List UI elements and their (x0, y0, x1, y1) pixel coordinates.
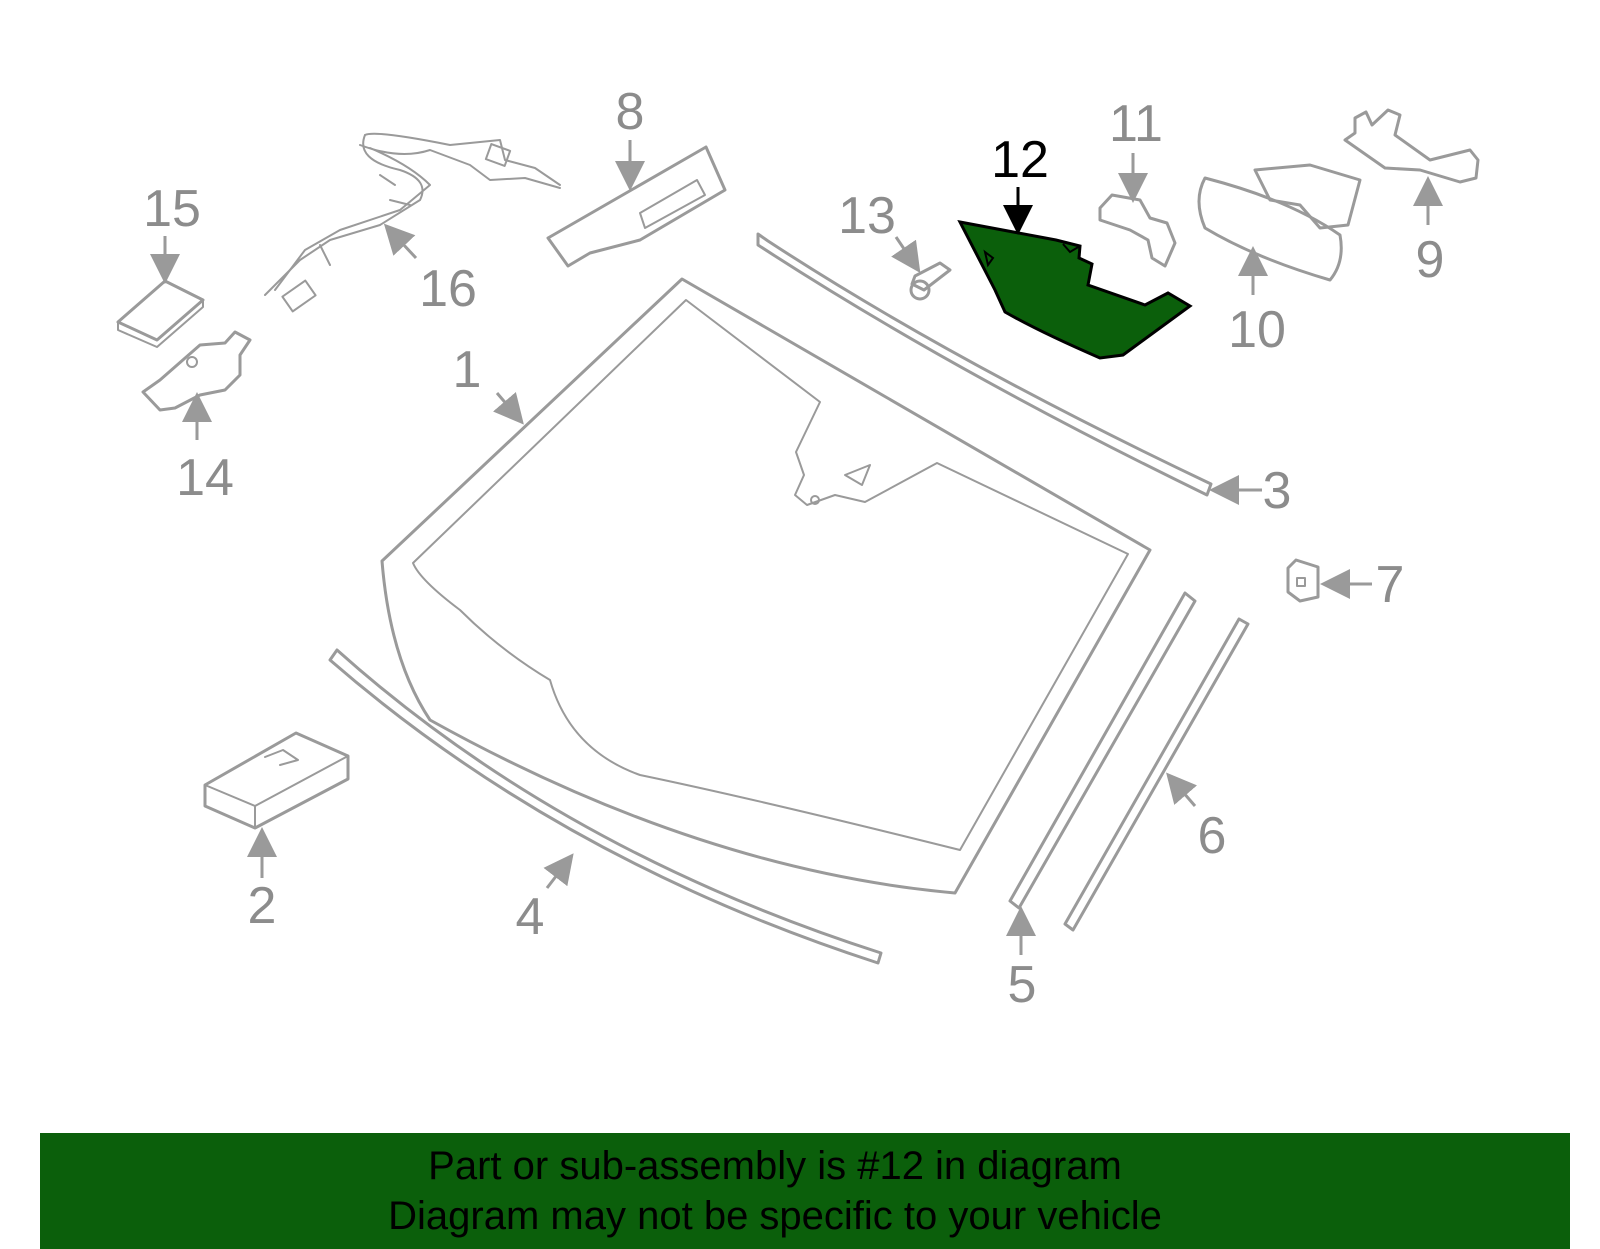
callout-5: 5 (1008, 956, 1037, 1014)
windshield-part (380, 277, 1152, 895)
wiring-harness-part (264, 132, 561, 313)
bolt-part (909, 261, 952, 301)
banner-line-disclaimer: Diagram may not be specific to your vehi… (388, 1194, 1162, 1238)
callout-16: 16 (419, 260, 477, 318)
info-banner: Part or sub-assembly is #12 in diagram D… (40, 1133, 1570, 1249)
side-molding-left-part (1008, 591, 1197, 910)
callout-10: 10 (1228, 301, 1286, 359)
callout-11: 11 (1109, 95, 1163, 153)
pad-part (116, 279, 205, 348)
callout-13: 13 (838, 187, 896, 245)
callout-7: 7 (1376, 556, 1405, 614)
callout-9: 9 (1416, 231, 1445, 289)
side-molding-right-part (1063, 617, 1250, 932)
callout-14: 14 (176, 449, 234, 507)
leader-arrows (150, 140, 1443, 955)
rearview-mirror-part (1197, 163, 1362, 282)
mirror-bracket-part (1343, 108, 1480, 184)
cover-bracket-part (546, 145, 727, 268)
small-bracket-part (1098, 193, 1177, 268)
callout-15: 15 (143, 180, 201, 238)
callout-12: 12 (991, 131, 1049, 189)
sensor-block-part (203, 731, 350, 830)
highlighted-cover-part (957, 219, 1193, 360)
callout-2: 2 (248, 877, 277, 935)
lower-molding-part (328, 648, 883, 965)
banner-line-part-number: Part or sub-assembly is #12 in diagram (428, 1144, 1122, 1188)
callout-8: 8 (616, 83, 645, 141)
callout-3: 3 (1263, 462, 1292, 520)
callout-4: 4 (516, 888, 545, 946)
clip-part (1286, 558, 1320, 603)
mounting-bracket-part (141, 330, 252, 412)
callout-1: 1 (453, 341, 482, 399)
callout-6: 6 (1198, 807, 1227, 865)
